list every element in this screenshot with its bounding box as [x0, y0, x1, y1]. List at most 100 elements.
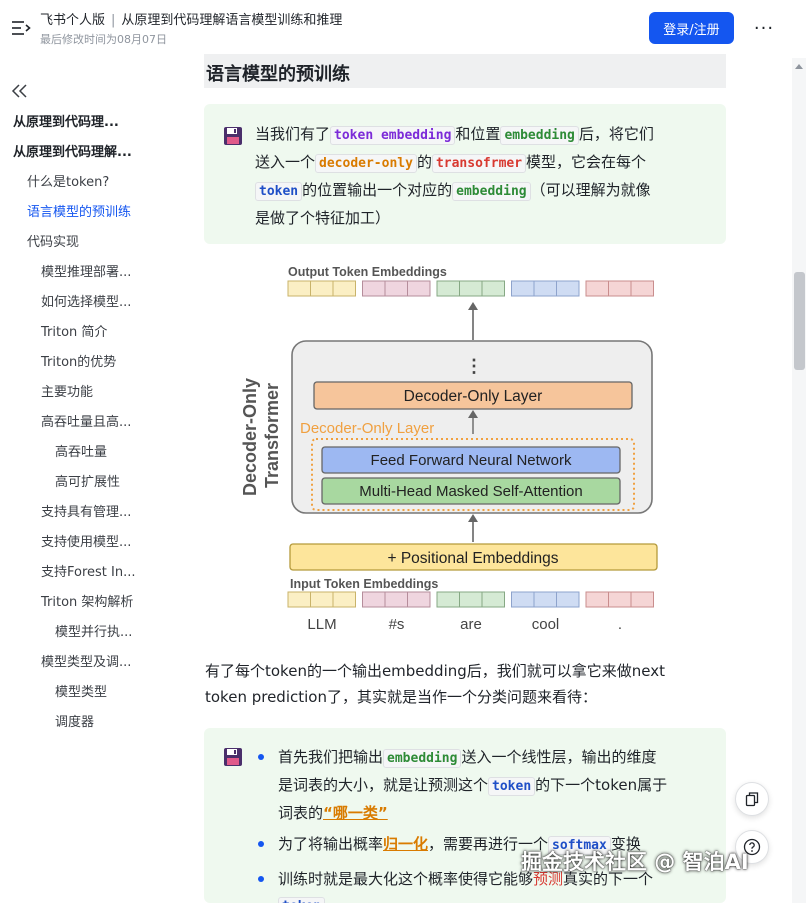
output-embedding-cell [407, 280, 431, 297]
sidebar-item[interactable]: 模型并行执... [55, 625, 133, 640]
sidebar-item[interactable]: Triton 架构解析 [41, 595, 134, 610]
input-embedding-cell [436, 591, 460, 608]
heading-highlight [204, 54, 726, 88]
output-embedding-cell [608, 280, 632, 297]
token-label: #s [389, 616, 405, 633]
sidebar-item[interactable]: 支持使用模型... [41, 535, 132, 550]
help-button[interactable] [735, 830, 769, 864]
input-embedding-cell [481, 591, 505, 608]
input-embedding-cell [511, 591, 535, 608]
sidebar-item[interactable]: 支持Forest In... [41, 565, 136, 580]
ellipsis-dots: ⋮ [465, 356, 483, 376]
ffn-label: Feed Forward Neural Network [371, 452, 572, 469]
inline-code: token [255, 182, 303, 201]
highlight-text: 预测 [533, 870, 564, 888]
top-bar: 飞书个人版|从原理到代码理解语言模型训练和推理 最后修改时间为08月07日 登录… [0, 0, 806, 56]
token-label: cool [532, 616, 560, 633]
inline-code: softmax [548, 836, 611, 855]
inline-code: embedding [452, 182, 531, 201]
sidebar-item[interactable]: 语言模型的预训练 [27, 205, 132, 220]
sidebar-item[interactable]: 支持具有管理... [41, 505, 132, 520]
input-embedding-cell [407, 591, 431, 608]
input-tokens: LLM #s are cool. [307, 616, 622, 633]
sidebar-item[interactable]: 高吞吐量 [55, 445, 108, 460]
scrollbar-track[interactable] [792, 58, 806, 903]
highlight-text: “哪一类” [323, 804, 388, 822]
inline-code: embedding [383, 749, 462, 768]
token-label: are [460, 616, 482, 633]
sidebar-item[interactable]: 模型类型 [55, 685, 108, 700]
inline-code: token [278, 897, 326, 903]
breadcrumb-separator: | [111, 13, 116, 28]
breadcrumb: 飞书个人版|从原理到代码理解语言模型训练和推理 [40, 9, 342, 28]
output-embedding-cell [556, 280, 580, 297]
menu-list-icon[interactable] [10, 18, 32, 38]
last-modified: 最后修改时间为08月07日 [40, 33, 167, 46]
token-label: . [618, 616, 622, 633]
input-embedding-cell [459, 591, 483, 608]
sidebar-item[interactable]: Triton 简介 [41, 325, 108, 340]
output-embedding-cell [481, 280, 505, 297]
bullet-item: 训练时就是最大化这个概率使得它能够预测真实的下一个 token [278, 866, 718, 903]
breadcrumb-site[interactable]: 飞书个人版 [40, 13, 106, 28]
scroll-up-arrow-icon[interactable] [795, 64, 803, 69]
sidebar-item[interactable]: 从原理到代码理... [13, 115, 119, 130]
output-embedding-cell [436, 280, 460, 297]
output-embedding-cell [459, 280, 483, 297]
input-embedding-cell [287, 591, 311, 608]
side-label-1: Decoder-Only [240, 378, 260, 496]
output-embedding-cell [533, 280, 557, 297]
ffn-box [321, 446, 621, 474]
sidebar-item[interactable]: 模型推理部署... [41, 265, 132, 280]
bullet-dot [258, 876, 264, 882]
output-embedding-cell [511, 280, 535, 297]
input-embedding-cell [332, 591, 356, 608]
output-embedding-cell [630, 280, 654, 297]
input-embedding-cell [362, 591, 386, 608]
output-embedding-cell [362, 280, 386, 297]
sidebar-item[interactable]: 从原理到代码理解... [13, 145, 132, 160]
output-embeddings-title: Output Token Embeddings [288, 265, 447, 279]
inline-code: token embedding [330, 126, 456, 145]
sidebar-item[interactable]: 什么是token? [27, 175, 110, 190]
sidebar-item[interactable]: 高可扩展性 [55, 475, 121, 490]
decoder-layer-label: Decoder-Only Layer [404, 388, 543, 405]
double-chevron-left-icon[interactable] [10, 82, 30, 100]
copy-doc-button[interactable] [735, 782, 769, 816]
sidebar-item[interactable]: 高吞吐量且高... [41, 415, 132, 430]
input-embedding-cell [384, 591, 408, 608]
output-embedding-cell [332, 280, 356, 297]
attention-label: Multi-Head Masked Self-Attention [359, 483, 582, 500]
attention-box [321, 477, 621, 505]
inline-code: token [488, 777, 536, 796]
input-embedding-cell [608, 591, 632, 608]
output-embedding-cell [310, 280, 334, 297]
sidebar-item[interactable]: 主要功能 [41, 385, 94, 400]
floppy-disk-icon [224, 127, 242, 145]
decoder-layer-group [311, 438, 635, 511]
callout-box [204, 728, 726, 903]
more-options-button[interactable]: ··· [753, 17, 775, 39]
login-register-button[interactable]: 登录/注册 [649, 12, 734, 44]
scrollbar-thumb[interactable] [794, 272, 805, 370]
bullet-dot [258, 754, 264, 760]
positional-embeddings-box [289, 543, 658, 571]
output-embedding-cell [585, 280, 609, 297]
sidebar-item[interactable]: Triton的优势 [41, 355, 117, 370]
side-label-2: Transformer [262, 383, 282, 488]
sidebar-item[interactable]: 代码实现 [27, 235, 80, 250]
decoder-layer-group-label: Decoder-Only Layer [300, 420, 434, 437]
sidebar-item[interactable]: 调度器 [55, 715, 95, 730]
brand-watermark: 掘金技术社区 @ 智泊AI [521, 850, 749, 874]
sidebar-item[interactable]: 如何选择模型... [41, 295, 132, 310]
output-embedding-cell [384, 280, 408, 297]
token-label: LLM [307, 616, 336, 633]
bullet-dot [258, 841, 264, 847]
input-embedding-cell [630, 591, 654, 608]
input-embedding-cell [310, 591, 334, 608]
section-heading: 语言模型的预训练 [206, 64, 350, 85]
floppy-disk-icon [224, 748, 242, 766]
input-embedding-cell [556, 591, 580, 608]
sidebar-item[interactable]: 模型类型及调... [41, 655, 132, 670]
